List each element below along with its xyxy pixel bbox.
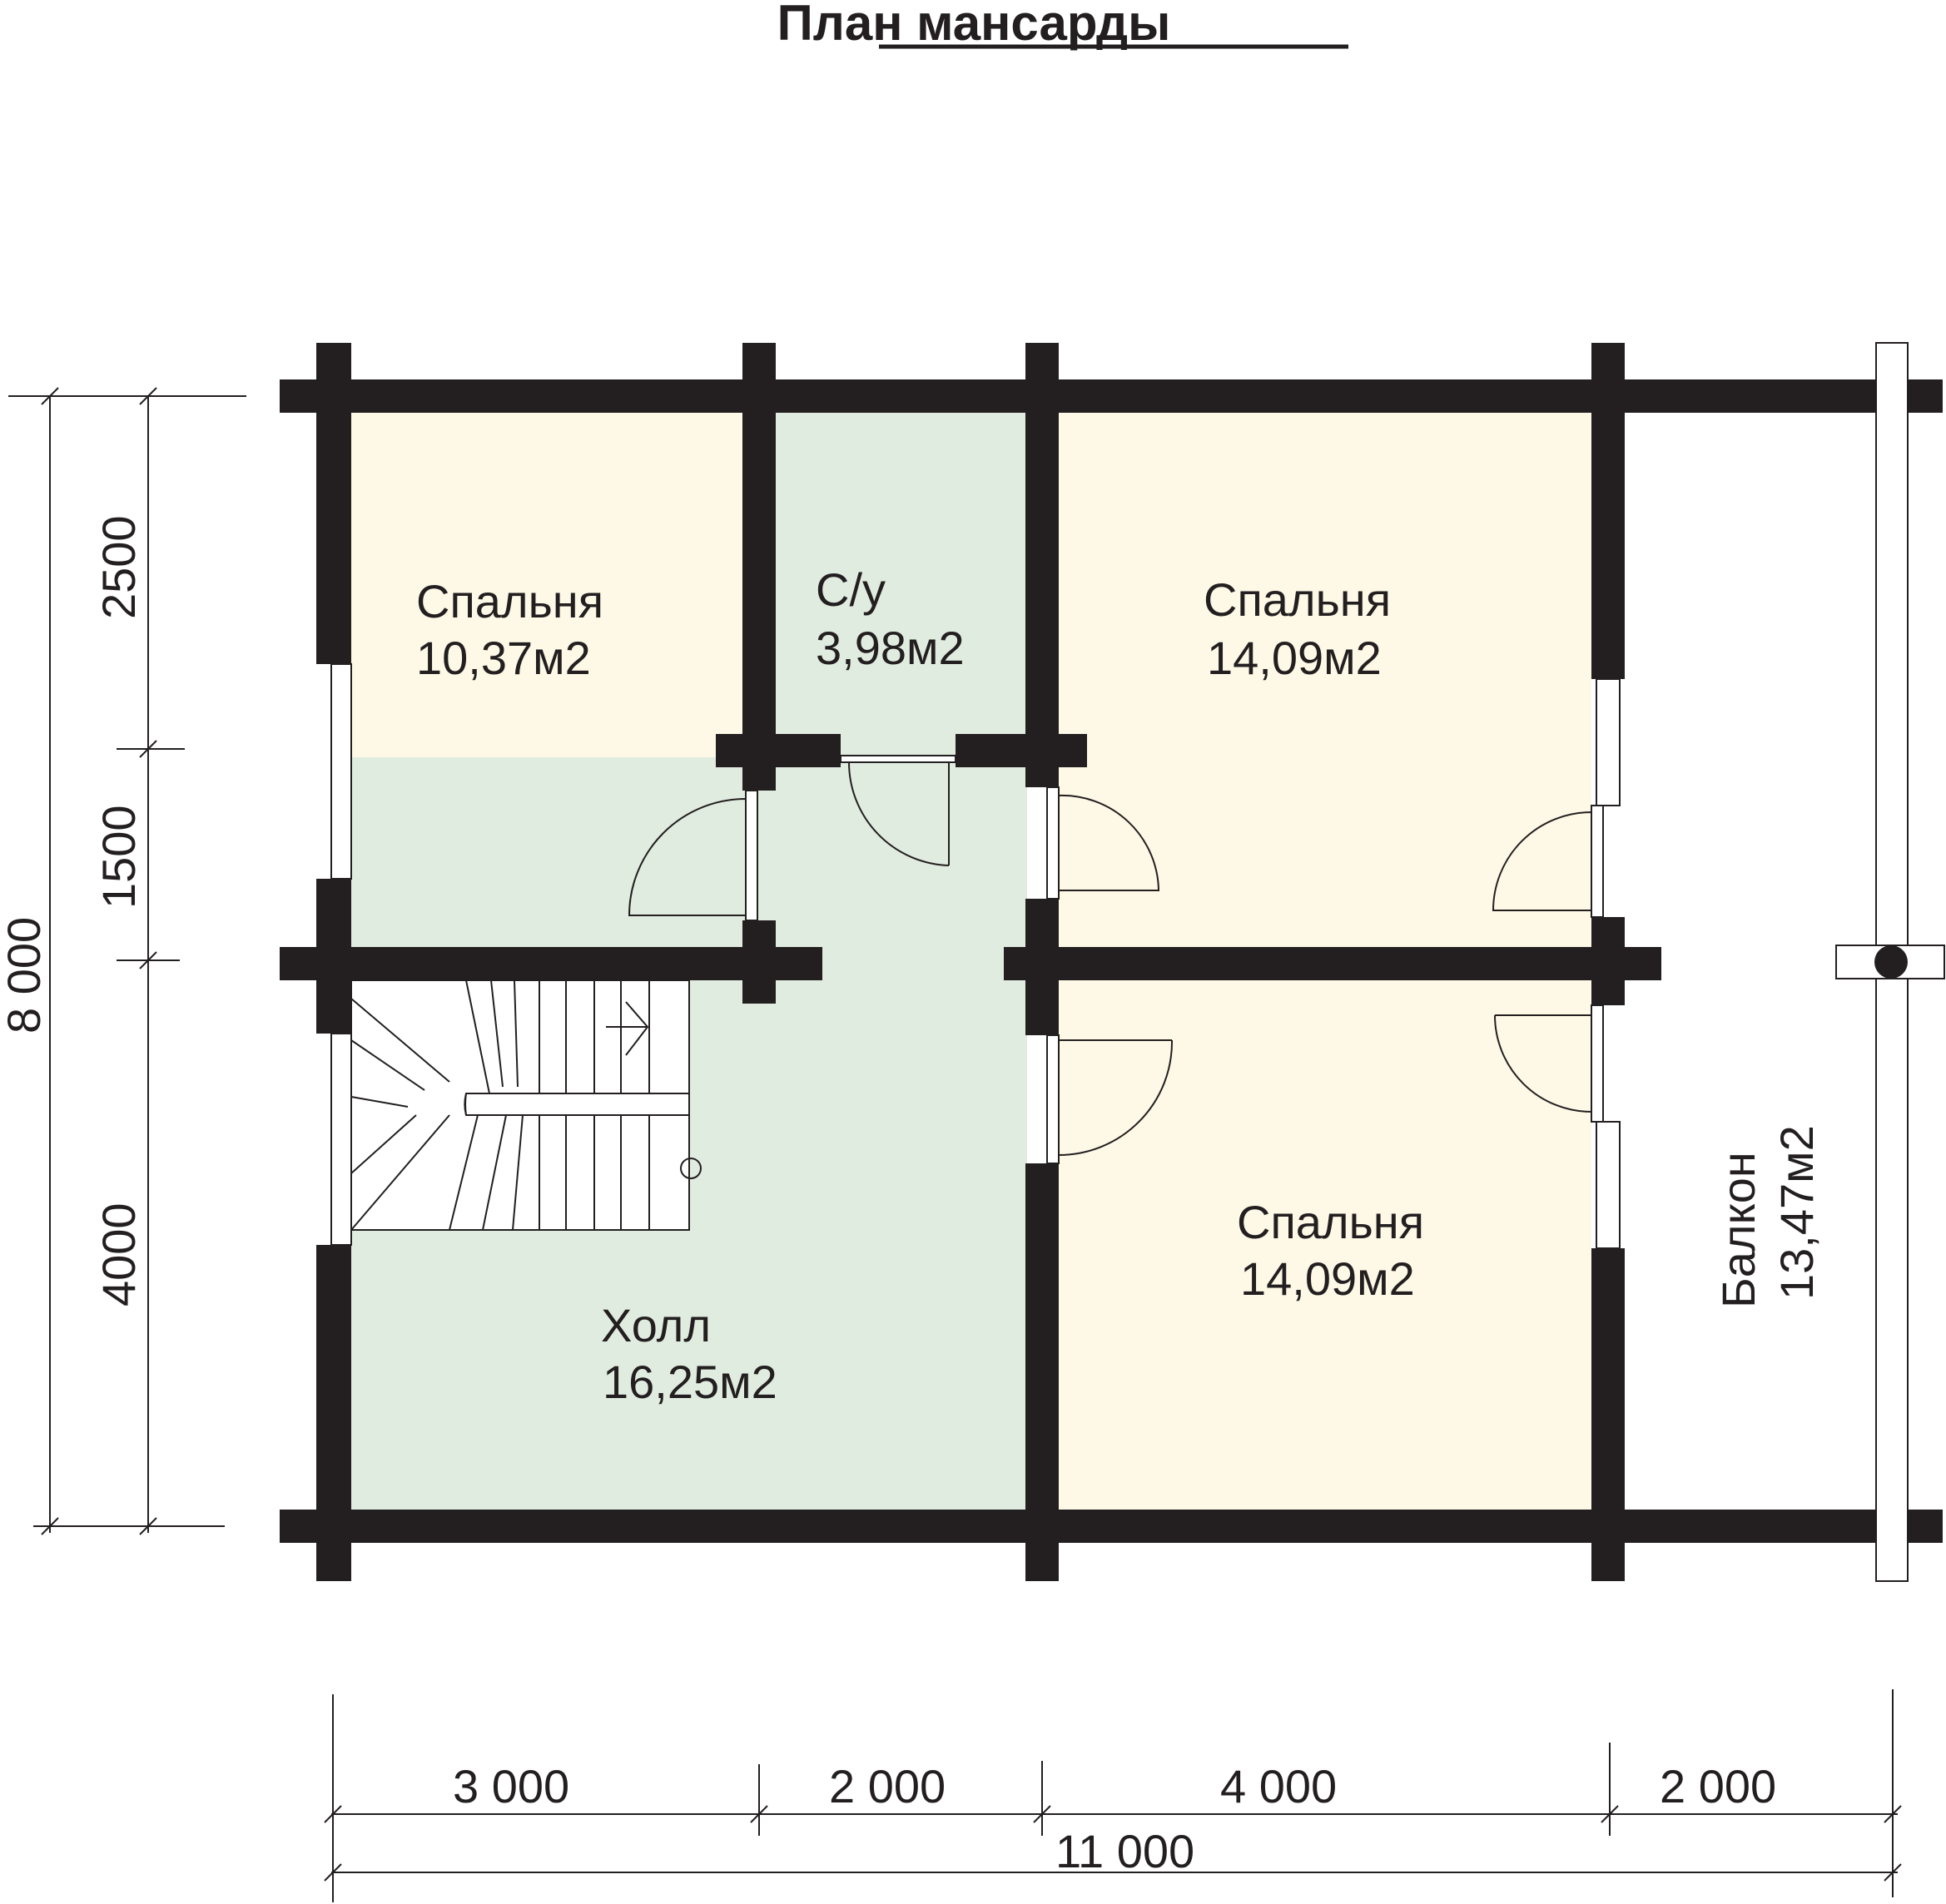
door-frame-bedroom-3: [1046, 1034, 1060, 1164]
hall-name: Холл: [601, 1299, 711, 1351]
wall-right-lower: [1591, 1248, 1625, 1581]
door-swing-bedroom-3: [1058, 1039, 1174, 1156]
dim-height-1500: 1500: [92, 805, 145, 909]
wall-right-middle: [1591, 917, 1625, 1005]
walls: [280, 343, 1943, 1581]
door-frame-bedroom-2-balcony: [1591, 805, 1604, 918]
bedroom-1-name: Спальня: [416, 575, 603, 627]
bathroom-area: 3,98м2: [816, 622, 965, 674]
wall-mid-left: [280, 947, 822, 980]
door-swing-bedroom-1: [628, 798, 747, 916]
bedroom-1-area: 10,37м2: [416, 632, 591, 684]
stair-direction-arrow: [606, 1001, 649, 1056]
bathroom-fill: [776, 413, 1027, 757]
dim-width-total: 11 000: [1055, 1825, 1194, 1877]
wall-center-lower: [1025, 1163, 1059, 1581]
wall-mid-right: [1004, 947, 1661, 980]
window-bedroom-3: [1596, 1121, 1621, 1249]
bedroom-3-name: Спальня: [1237, 1196, 1424, 1248]
dim-width-2000-b: 2 000: [1660, 1760, 1776, 1812]
wall-left-lower: [316, 1245, 351, 1581]
door-swing-bathroom: [848, 761, 950, 866]
wall-bathroom-right: [1025, 343, 1059, 787]
dim-height-2500: 2500: [92, 515, 145, 619]
wall-bottom: [280, 1510, 1943, 1543]
vertical-dimensions: 2500 1500 4000 8 000: [0, 387, 246, 1535]
door-swing-bedroom-2: [1058, 794, 1160, 891]
bedroom-3-fill: [1059, 980, 1591, 1510]
stair-inner-curve: [464, 1093, 467, 1116]
balcony-name: Балкон: [1712, 1152, 1765, 1308]
wall-top: [280, 379, 1943, 413]
hall-area: 16,25м2: [603, 1356, 777, 1408]
plan-title: План мансарды: [777, 0, 1171, 51]
staircase: [350, 979, 702, 1231]
wall-right-upper: [1591, 343, 1625, 679]
door-frame-bedroom-3-balcony: [1591, 1004, 1604, 1123]
window-stair: [330, 1033, 352, 1246]
wall-bathroom-left: [742, 343, 776, 791]
door-frame-bedroom-2: [1046, 786, 1060, 900]
wall-bathroom-bottom-left: [716, 734, 841, 767]
door-frame-bedroom-1: [745, 790, 758, 921]
window-bedroom-2: [1596, 678, 1621, 806]
room-labels: Спальня 10,37м2 С/у 3,98м2 Спальня 14,09…: [416, 563, 1823, 1408]
bathroom-name: С/у: [816, 563, 886, 616]
dim-height-4000: 4000: [92, 1202, 145, 1307]
bedroom-3-area: 14,09м2: [1240, 1252, 1415, 1305]
dim-width-3000: 3 000: [453, 1760, 569, 1812]
door-swings: [628, 761, 1592, 1156]
dim-width-4000: 4 000: [1220, 1760, 1337, 1812]
dim-width-2000-a: 2 000: [829, 1760, 946, 1812]
window-bedroom-1: [330, 663, 352, 880]
bedroom-2-area: 14,09м2: [1207, 632, 1382, 684]
balcony-area: 13,47м2: [1770, 1125, 1823, 1300]
dim-height-total: 8 000: [0, 917, 50, 1034]
door-swing-bedroom-2-balcony: [1492, 811, 1592, 911]
balcony-railing: [1835, 342, 1945, 1582]
wall-bathroom-bottom-right: [956, 734, 1087, 767]
balcony-post-icon: [1874, 945, 1908, 979]
horizontal-dimensions: 3 000 2 000 4 000 2 000 11 000: [324, 1689, 1902, 1902]
door-frame-bathroom: [840, 755, 956, 763]
door-swing-bedroom-3-balcony: [1494, 1014, 1592, 1113]
stair-area: [350, 979, 690, 1231]
stair-steps: [350, 979, 650, 1231]
bedroom-2-name: Спальня: [1204, 573, 1391, 626]
bedroom-2-fill: [1059, 413, 1591, 949]
stair-start-marker: [680, 1158, 702, 1179]
wall-left-upper: [316, 343, 351, 664]
